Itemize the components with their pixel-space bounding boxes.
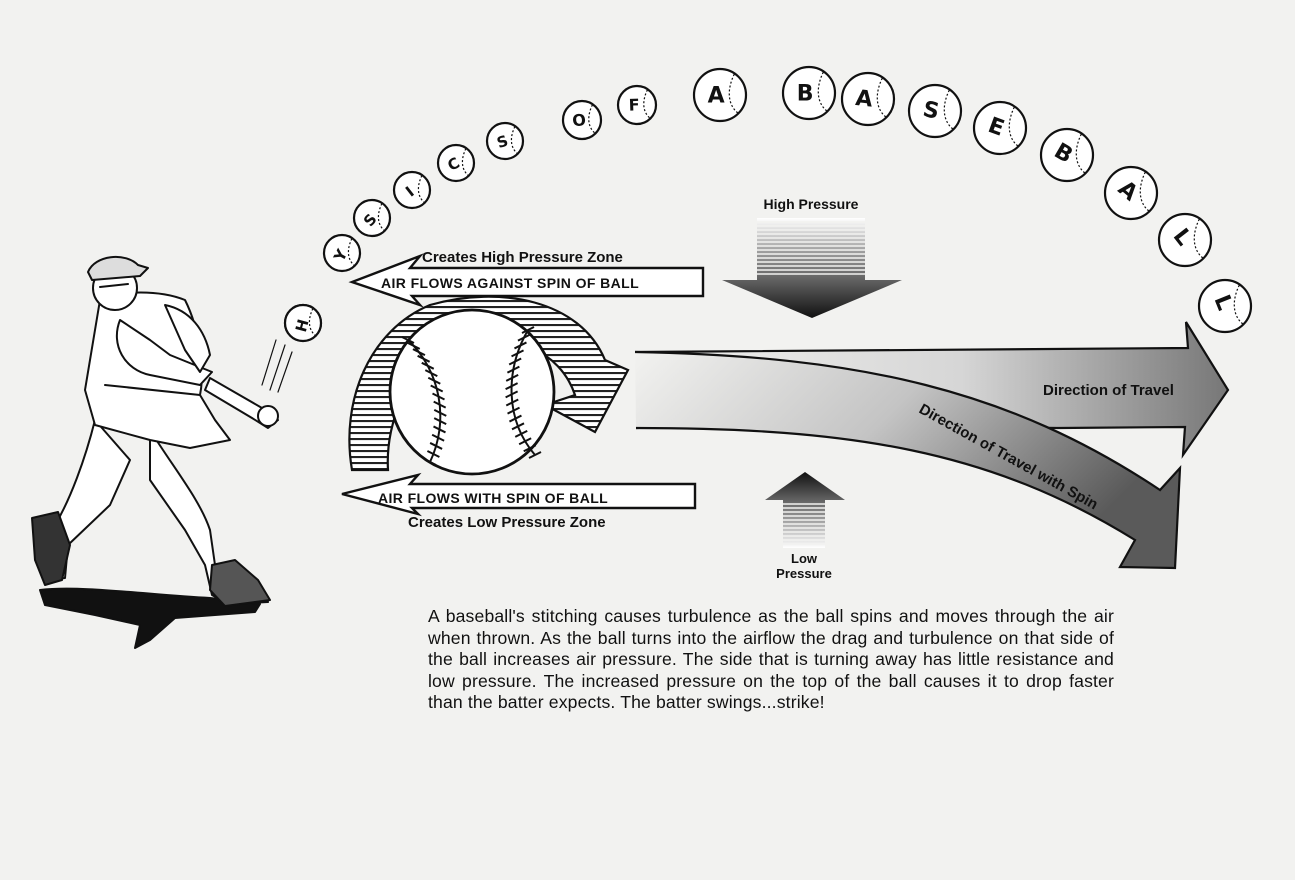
seam-stitch [429,442,443,450]
high-pressure-zone-label: Creates High Pressure Zone [422,249,623,266]
seam-stitch [432,392,445,401]
title-letter-ball: L [1197,278,1253,334]
title-letter-ball: H [283,303,323,343]
seam-stitch [509,414,522,423]
title-letter-ball: F [616,84,658,126]
seam-stitch [431,433,445,442]
title-letter-ball: E [972,100,1028,156]
title-letter-ball: I [392,170,432,210]
seam-stitch [517,333,531,342]
spinning-ball-group [348,295,630,476]
seam-stitch [511,349,524,358]
title-letter: H [292,317,313,334]
against-spin-label: AIR FLOWS AGAINST SPIN OF BALL [381,275,639,291]
baseball [388,308,556,476]
title-letter-ball: B [1039,127,1095,183]
title-letter-ball: Y [322,233,362,273]
title-letter-ball: A [692,67,748,123]
title-letter: S [495,132,511,152]
title-letter: A [708,83,725,108]
seam-stitch [523,444,537,453]
description-paragraph: A baseball's stitching causes turbulence… [428,606,1114,712]
seam-stitch [506,365,520,374]
title-letter-ball: A [1103,165,1159,221]
seam-stitch [507,406,520,415]
batter-illustration [31,255,293,649]
low-pressure-zone-label: Creates Low Pressure Zone [408,514,606,531]
seam-stitch [518,437,532,446]
seam-stitch [433,408,447,417]
with-spin-label: AIR FLOWS WITH SPIN OF BALL [378,490,608,506]
title-baseball-letters: PHYSICSOFABASEBALL [283,65,1253,343]
low-pressure-label-1: Low [791,551,818,566]
title-letter-ball: A [840,71,896,127]
seam-stitch [433,425,446,434]
title-letter-ball: S [907,83,963,139]
title-letter: A [854,86,874,113]
low-pressure-arrow: Low Pressure [765,472,845,581]
title-letter-ball: O [561,99,603,141]
seam-stitch [412,348,426,357]
title-letter-ball: B [781,65,837,121]
seam-stitch [421,361,435,370]
title-letter: B [797,81,814,106]
title-letter: O [571,110,587,131]
airflow-with-spin-arrow: AIR FLOWS WITH SPIN OF BALL [341,472,697,517]
seam-stitch [505,390,519,399]
title-letter-ball: C [436,143,476,183]
high-pressure-arrow: High Pressure [722,196,902,318]
title-letter-ball: S [352,198,392,238]
seam-stitch [433,417,447,426]
seam-stitch [430,384,444,393]
seam-stitch [433,400,447,409]
seam-stitch [514,341,527,350]
seam-stitch [528,451,542,459]
title-letter: F [628,95,640,114]
airflow-against-spin-arrow: AIR FLOWS AGAINST SPIN OF BALL [348,253,705,308]
seam-stitch [401,336,415,344]
direction-of-travel-with-spin-arrow [634,350,1182,570]
seam-stitch [427,376,441,385]
seam-stitch [417,354,431,363]
title-letter: S [921,97,942,125]
direction-of-travel-label: Direction of Travel [1043,382,1174,399]
title-letter-ball: L [1157,212,1213,268]
seam-stitch [505,374,519,382]
high-pressure-label: High Pressure [764,196,859,212]
seam-stitch [514,430,528,438]
seam-stitch [424,369,438,378]
seam-stitch [505,398,519,407]
seam-stitch [521,326,535,334]
seam-stitch [505,382,519,391]
low-pressure-label-2: Pressure [776,566,832,581]
seam-stitch [508,357,522,366]
seam-stitch [407,341,421,350]
title-letter-ball: S [485,121,525,161]
seam-stitch [426,450,440,458]
seam-stitch [511,422,525,431]
seam-stitch [423,458,437,466]
